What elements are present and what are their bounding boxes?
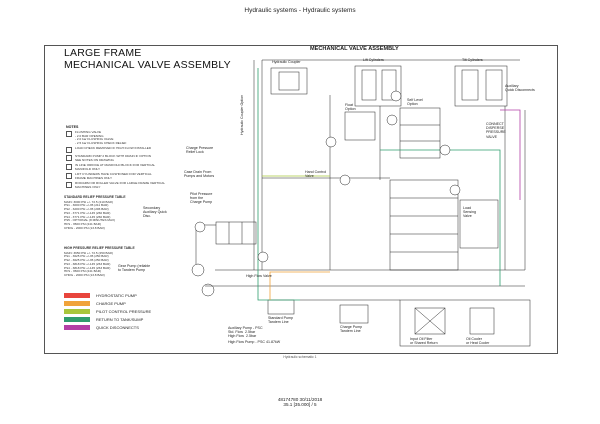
oil-cooler xyxy=(469,307,495,335)
label-case-drain: Case Drain From Pumps and Motors xyxy=(184,170,215,179)
legend-item: QUICK DISCONNECTS xyxy=(64,323,151,331)
standard-relief-title: STANDARD RELIEF PRESSURE TABLE xyxy=(64,195,126,199)
note-item: STANDARD PUMP 2 BLOCK WITH DRAIN IF OPTI… xyxy=(66,154,166,162)
reservoir xyxy=(399,299,531,347)
main-valve-block xyxy=(389,179,459,271)
table-row: PS5 - OPTIONAL (8 MINUTES MAX) xyxy=(64,218,116,223)
legend-label: PILOT CONTROL PRESSURE xyxy=(96,308,152,314)
frame-title-line1: LARGE FRAME xyxy=(64,47,142,59)
label-dual-pump: Standard Pump Tandem Line xyxy=(268,316,293,325)
table-row: HFS - 3500 PSI (241 BAR) xyxy=(64,269,101,274)
input-oil-filter xyxy=(414,307,446,335)
table-row: CHRG - 2000 PSI (13.8 BAR) xyxy=(64,272,105,277)
note-item: LOAD CHECK REMOVED IF HIGH FLOW INSTALLE… xyxy=(66,147,166,154)
legend-label: RETURN TO TANK/SUMP xyxy=(96,316,144,322)
doc-number: 48174780 30/11/2018 xyxy=(277,397,323,402)
legend-item: RETURN TO TANK/SUMP xyxy=(64,315,151,323)
note-item: ROD/ARM OR ROLLER VALVE FOR LARGE FRAME … xyxy=(66,181,166,189)
label-high-flow: High Flow Valve xyxy=(246,274,272,278)
schematic-frame xyxy=(44,45,558,354)
hydraulic-coupler-cylinder xyxy=(270,67,308,95)
legend-label: HYDROSTATIC PUMP xyxy=(96,292,137,298)
label-pilot-pressure: Pilot Pressure from the Charge Pump xyxy=(190,192,213,205)
label-oil-cooler: Oil Cooler or Heat Cooler xyxy=(466,337,490,346)
table-row: HFS - 3500 PSI (241 BAR) xyxy=(64,221,101,226)
table-row: MAIN: 3000 PSI +/- 72.5 (210 BAR) xyxy=(64,199,113,204)
label-load-sensing: Load Sensing Valve xyxy=(463,206,476,219)
label-high-flow-pump: High Flow Pump - PSC 41.87kW xyxy=(228,340,281,344)
legend-item: PILOT CONTROL PRESSURE xyxy=(64,307,151,315)
dual-pump xyxy=(267,299,295,315)
high-relief-table: HIGH PRESSURE RELIEF PRESSURE TABLE MAIN… xyxy=(64,246,135,278)
tilt-cylinders xyxy=(454,65,508,107)
legend-label: QUICK DISCONNECTS xyxy=(96,324,139,330)
legend-item: CHARGE PUMP xyxy=(64,299,151,307)
label-hydraulic-coupler-vertical: Hydraulic Coupler Option xyxy=(240,94,244,135)
charge-line xyxy=(269,271,330,300)
label-hand-control: Hand Control Valve xyxy=(305,170,327,179)
gear-pump xyxy=(191,263,205,277)
notes-block: NOTES FLUSHING VALVE - 2.0 BAR OPENING -… xyxy=(66,125,166,191)
table-row: PS1 - 3625 PSI +/-35 (250 BAR) xyxy=(64,254,109,259)
label-hydraulic-coupler: Hydraulic Coupler xyxy=(272,60,301,64)
load-sensing-valve xyxy=(459,199,499,249)
schematic-caption: Hydraulic schematic 1 xyxy=(283,355,317,359)
note-item: FLUSHING VALVE - 2.0 BAR OPENING - 2.0 b… xyxy=(66,130,166,146)
table-row: CHRG - 2000 PSI (13.8 BAR) xyxy=(64,225,105,230)
page-header: Hydraulic systems - Hydraulic systems xyxy=(244,7,356,14)
label-charge-pump: Charge Pump Tandem Line xyxy=(340,325,363,334)
charge-pump xyxy=(339,304,369,324)
table-row: PS3 - 3818 PSI +/-145 (263 BAR) xyxy=(64,261,111,266)
label-gear-pump: Gear Pump (reliable to Tandem Pump xyxy=(118,264,151,273)
label-aux-quick-disconnects: Auxiliary Quick Disconnects xyxy=(505,84,535,93)
label-self-level: Self Level Option xyxy=(407,98,423,107)
label-input-oil-filter: Input Oil Filter or Shared Return xyxy=(410,337,438,346)
note-item: IN LINE ORIFICE AT MANIFOLD BLOCK FOR VE… xyxy=(66,163,166,171)
legend-item: HYDROSTATIC PUMP xyxy=(64,291,151,299)
note-item: LIFT CYLINDERS HAVE CUSHIONED FOR VERTIC… xyxy=(66,172,166,180)
legend-swatch xyxy=(64,308,90,314)
table-row: PS2 - 3625 PSI +/-35 (250 BAR) xyxy=(64,258,109,263)
page-footer: 48174780 30/11/2018 35.1 [35.000] / 5 xyxy=(0,397,600,408)
standard-relief-table: STANDARD RELIEF PRESSURE TABLE MAIN: 300… xyxy=(64,195,126,230)
label-charge-pressure: Charge Pressure Relief Lock xyxy=(186,146,214,155)
legend-swatch xyxy=(64,316,90,322)
quick-disconnect-line xyxy=(500,109,521,200)
self-level-valve xyxy=(399,107,441,159)
diagram-title: MECHANICAL VALVE ASSEMBLY xyxy=(310,46,399,52)
table-row: MAIN: 3650 PSI +/- 72.5 (250 BAR) xyxy=(64,250,113,255)
label-lift-cylinders: Lift Cylinders xyxy=(363,58,384,62)
page-number: 35.1 [35.000] / 5 xyxy=(283,402,317,408)
frame-title-line2: MECHANICAL VALVE ASSEMBLY xyxy=(64,59,231,71)
legend-label: CHARGE PUMP xyxy=(96,300,126,306)
table-row: PS4 - 3771 PSI +/-145 (260 BAR) xyxy=(64,214,111,219)
label-aux-pump-spec: Auxiliary Pump - PSC Std. Flow 2.5bar Hi… xyxy=(228,326,263,339)
aux-valve xyxy=(215,221,257,245)
label-secondary-aux: Secondary Auxiliary Quick Disc. xyxy=(143,206,167,219)
label-float-option: Float Option xyxy=(345,103,356,112)
table-row: PS1 - 3000 PSI +/-35 (211 BAR) xyxy=(64,203,109,208)
legend-swatch xyxy=(64,292,90,298)
legend-swatch xyxy=(64,300,90,306)
line-legend: HYDROSTATIC PUMP CHARGE PUMP PILOT CONTR… xyxy=(64,291,151,331)
label-tilt-cylinders: Tilt Cylinders xyxy=(462,58,483,62)
float-valve xyxy=(344,111,376,141)
table-row: PS3 - 3771 PSI +/-145 (260 BAR) xyxy=(64,210,111,215)
lift-cylinders xyxy=(354,65,402,107)
table-row: PS2 - 3200 PSI +/-35 (206 BAR) xyxy=(64,207,109,212)
legend-swatch xyxy=(64,324,90,330)
high-relief-title: HIGH PRESSURE RELIEF PRESSURE TABLE xyxy=(64,246,135,250)
notes-title: NOTES xyxy=(66,125,79,129)
table-row: PS4 - 3818 PSI +/-145 (263 BAR) xyxy=(64,265,111,270)
return-line xyxy=(257,68,300,301)
frame-title: LARGE FRAME MECHANICAL VALVE ASSEMBLY xyxy=(64,47,231,71)
label-connect-dispersion: CONNECT DISPERSE PRESSURE VALVE xyxy=(486,122,506,139)
